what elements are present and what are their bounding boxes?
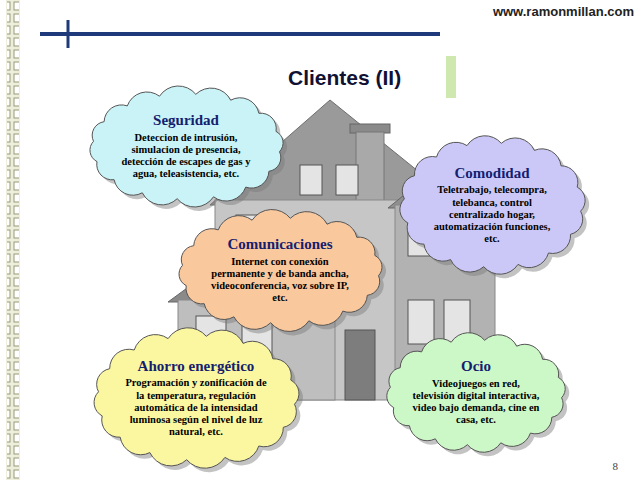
cloud-body: Internet con conexión permanente y de ba… (205, 256, 355, 304)
cloud-node: Ahorro energéticoProgramación y zonifica… (84, 322, 309, 474)
cloud-heading: Comodidad (425, 165, 560, 182)
cloud-body: Deteccion de intrusión, simulacion de pr… (115, 132, 257, 180)
side-strip (6, 0, 20, 480)
cloud-body: Programación y zonificación de la temper… (121, 377, 271, 437)
cloud-outline (179, 209, 382, 331)
cloud-text: SeguridadDeteccion de intrusión, simulac… (115, 80, 257, 180)
cloud-heading: Ahorro energético (121, 358, 271, 375)
rule-tick (67, 20, 70, 48)
cloud-text: ComodidadTeletrabajo, telecompra, teleba… (425, 129, 560, 245)
url-label: www.ramonmillan.com (493, 4, 634, 19)
cloud-body: Teletrabajo, telecompra, telebanca, cont… (425, 184, 560, 244)
cloud-outline (94, 328, 299, 468)
cloud-outline (387, 332, 565, 452)
top-rule (40, 32, 440, 36)
cloud-heading: Ocio (411, 358, 542, 375)
cloud-node: ComodidadTeletrabajo, telecompra, teleba… (390, 129, 595, 281)
slide-title: Clientes (II) (288, 66, 401, 90)
page-number: 8 (613, 460, 619, 472)
cloud-outline (399, 136, 584, 274)
cloud-node: ComunicacionesInternet con conexión perm… (168, 204, 393, 337)
cloud-heading: Comunicaciones (205, 236, 355, 253)
cloud-text: ComunicacionesInternet con conexión perm… (205, 204, 355, 304)
accent-square (446, 56, 456, 98)
cloud-text: OcioVideojuegos en red, televisión digit… (411, 326, 542, 426)
side-squares (7, 0, 19, 480)
cloud-outline (89, 85, 282, 206)
cloud-text: Ahorro energéticoProgramación y zonifica… (121, 322, 271, 438)
cloud-heading: Seguridad (115, 112, 257, 129)
cloud-node: OcioVideojuegos en red, televisión digit… (376, 326, 576, 459)
cloud-node: SeguridadDeteccion de intrusión, simulac… (79, 80, 294, 213)
cloud-body: Videojuegos en red, televisión digital i… (411, 378, 542, 426)
